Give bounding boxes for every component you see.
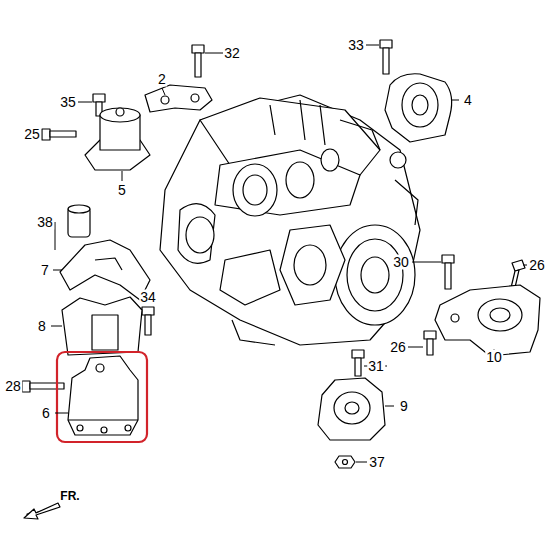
callout-number: 4 xyxy=(463,93,473,108)
callout-number: 2 xyxy=(157,72,167,87)
callout-number: 28 xyxy=(4,379,22,394)
callout-number: 34 xyxy=(139,290,157,305)
callout-number: 8 xyxy=(37,319,47,334)
callout-number: 5 xyxy=(117,183,127,198)
callout-number: 26 xyxy=(528,258,546,273)
callout-number: 6 xyxy=(41,406,51,421)
callout-number: 33 xyxy=(347,38,365,53)
leader-lines xyxy=(51,45,527,462)
direction-label: FR. xyxy=(59,489,80,504)
engine xyxy=(160,95,420,345)
callout-number: 9 xyxy=(399,399,409,414)
callout-number: 10 xyxy=(485,350,503,365)
callout-number: 35 xyxy=(59,95,77,110)
callout-number: 32 xyxy=(223,46,241,61)
callout-number: 38 xyxy=(36,215,54,230)
callout-number: 25 xyxy=(23,127,41,142)
callout-number: 37 xyxy=(368,455,386,470)
callout-number: 30 xyxy=(392,255,410,270)
callout-number: 31 xyxy=(367,359,385,374)
callout-number: 7 xyxy=(40,263,50,278)
highlight-frame xyxy=(57,352,147,442)
callout-number: 26 xyxy=(389,340,407,355)
